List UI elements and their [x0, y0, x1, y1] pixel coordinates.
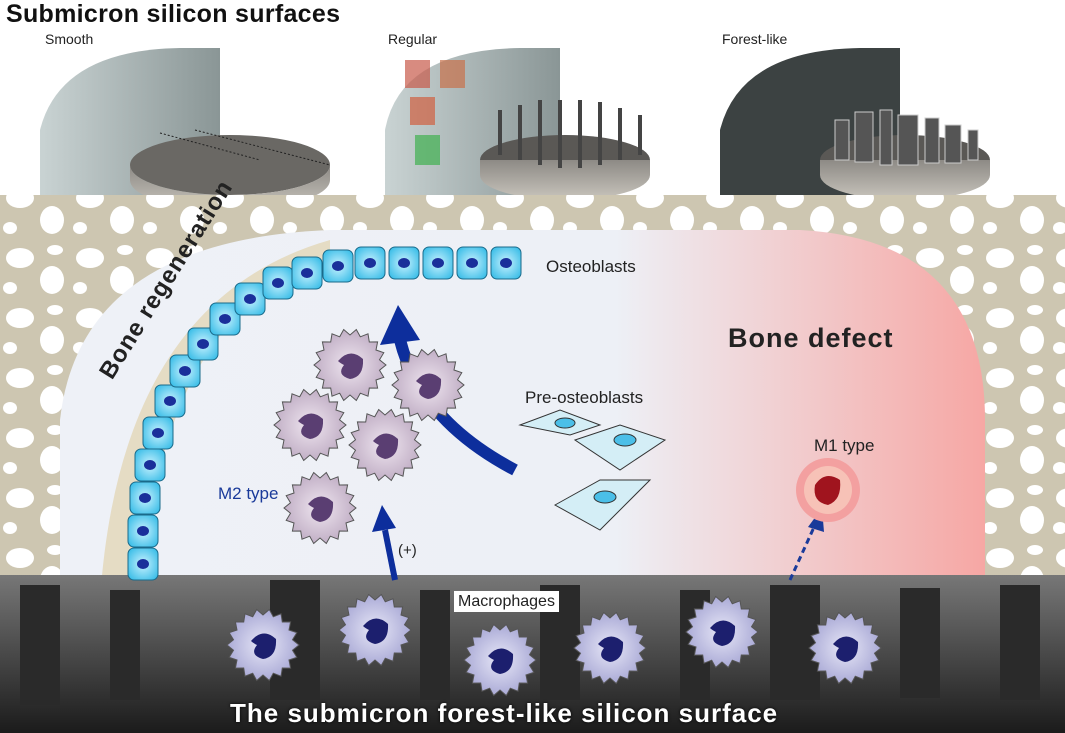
osteoblast-cell — [129, 481, 161, 515]
m1-type-label: M1 type — [814, 436, 875, 455]
macrophage — [226, 608, 300, 682]
osteoblast-cell — [456, 246, 488, 280]
m1-macrophage — [796, 458, 860, 522]
osteoblast-cell — [154, 384, 186, 418]
macrophage — [338, 593, 412, 667]
figure-title: Submicron silicon surfaces — [6, 0, 341, 28]
macrophage-cells — [226, 328, 882, 697]
regular-surface-illustration — [385, 48, 650, 200]
osteoblast-cell — [422, 246, 454, 280]
macrophage — [808, 611, 882, 685]
bone-defect-region — [60, 230, 985, 640]
osteoblast-cell — [262, 266, 294, 300]
m2-type-label: M2 type — [218, 484, 279, 503]
surface-label-smooth: Smooth — [45, 31, 94, 47]
osteoblast-cell — [322, 249, 354, 283]
osteoblast-cell — [490, 246, 522, 280]
smooth-surface-illustration — [40, 48, 331, 210]
m2-macrophage — [273, 388, 347, 462]
pre-osteoblasts-label: Pre-osteoblasts — [525, 388, 644, 407]
m2-macrophage — [283, 471, 357, 545]
pre-osteoblast-cells — [518, 409, 667, 531]
m2-macrophage — [348, 408, 422, 482]
osteoblast-cell — [388, 246, 420, 280]
osteoblast-cell — [187, 327, 219, 361]
osteoblast-cell — [209, 302, 241, 336]
macrophage — [573, 611, 647, 685]
bottom-title: The submicron forest-like silicon surfac… — [230, 698, 779, 728]
m2-macrophage — [391, 348, 465, 422]
bone-defect-label: Bone defect — [728, 323, 894, 353]
osteoblast-cell — [127, 547, 159, 581]
promotion-label: (+) — [398, 542, 417, 559]
osteoblast-cell — [142, 416, 174, 450]
surface-label-forest-like: Forest-like — [722, 31, 788, 47]
osteoblast-cell — [134, 448, 166, 482]
osteoblast-cell — [291, 256, 323, 290]
osteoblast-layer — [127, 246, 522, 581]
osteoblasts-label: Osteoblasts — [546, 257, 636, 276]
osteoblast-cell — [169, 354, 201, 388]
m2-macrophage — [313, 328, 387, 402]
macrophages-label: Macrophages — [454, 591, 559, 612]
macrophage — [463, 623, 537, 697]
surface-label-regular: Regular — [388, 31, 438, 47]
osteoblast-cell — [127, 514, 159, 548]
m2-polarization-arrow — [372, 505, 398, 581]
forest-like-surface-illustration — [720, 48, 990, 200]
osteoblast-cell — [354, 246, 386, 280]
macrophage — [685, 595, 759, 669]
osteoblast-cell — [234, 282, 266, 316]
